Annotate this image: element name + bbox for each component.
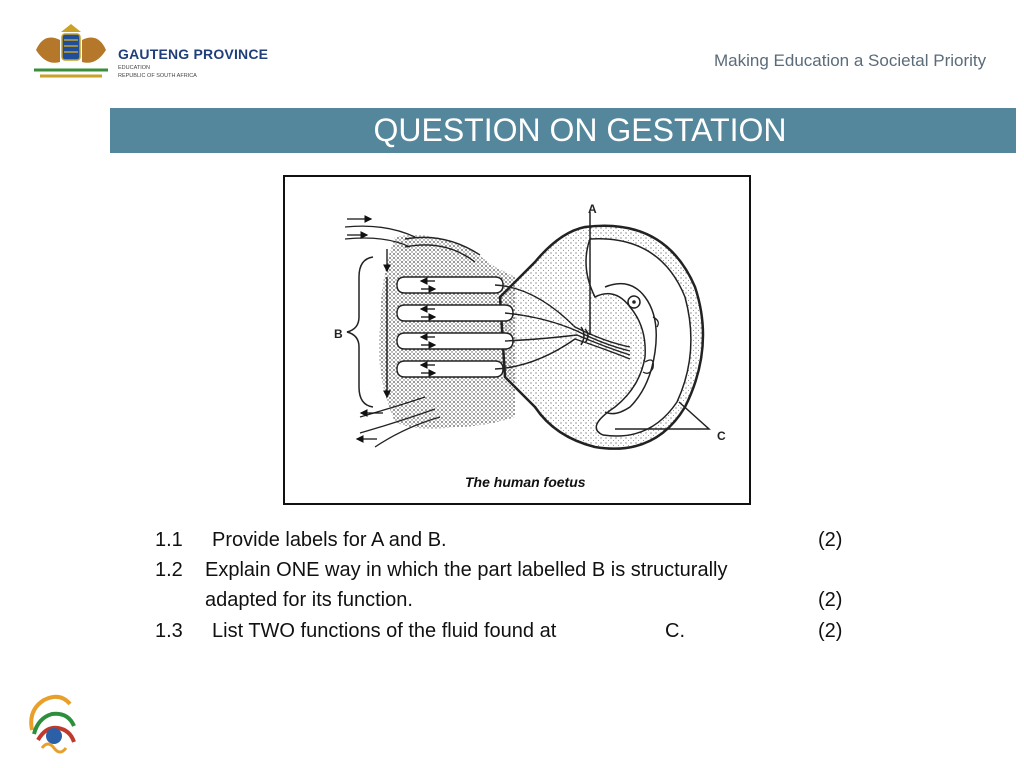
q3-text: List TWO functions of the fluid found at <box>212 620 557 642</box>
title-bar: QUESTION ON GESTATION <box>110 108 1016 153</box>
q2-number: 1.2 <box>155 559 183 581</box>
foetus-illustration <box>344 212 711 450</box>
q1-text: Provide labels for A and B. <box>212 529 447 551</box>
org-subtitle-education: EDUCATION <box>118 65 150 71</box>
q3-number: 1.3 <box>155 620 183 642</box>
anniversary-logo-icon <box>24 690 84 756</box>
slogan: Making Education a Societal Priority <box>714 51 987 70</box>
q2-text-line2: adapted for its function. <box>205 589 413 611</box>
q3-marks: (2) <box>818 620 843 642</box>
coat-of-arms-icon <box>26 20 116 86</box>
q3-text-c: C. <box>665 620 685 642</box>
q2-text: Explain ONE way in which the part labell… <box>205 559 728 581</box>
label-b: B <box>334 327 343 341</box>
q1-number: 1.1 <box>155 529 183 551</box>
label-a: A <box>588 202 597 216</box>
org-name: GAUTENG PROVINCE <box>118 46 269 62</box>
figure-caption: The human foetus <box>465 474 586 490</box>
foetus-diagram: A B C The human foetus <box>283 175 751 505</box>
label-c: C <box>717 429 726 443</box>
page-title: QUESTION ON GESTATION <box>373 112 787 148</box>
org-subtitle-country: REPUBLIC OF SOUTH AFRICA <box>118 73 197 79</box>
q2-marks: (2) <box>818 589 843 611</box>
q1-marks: (2) <box>818 529 843 551</box>
